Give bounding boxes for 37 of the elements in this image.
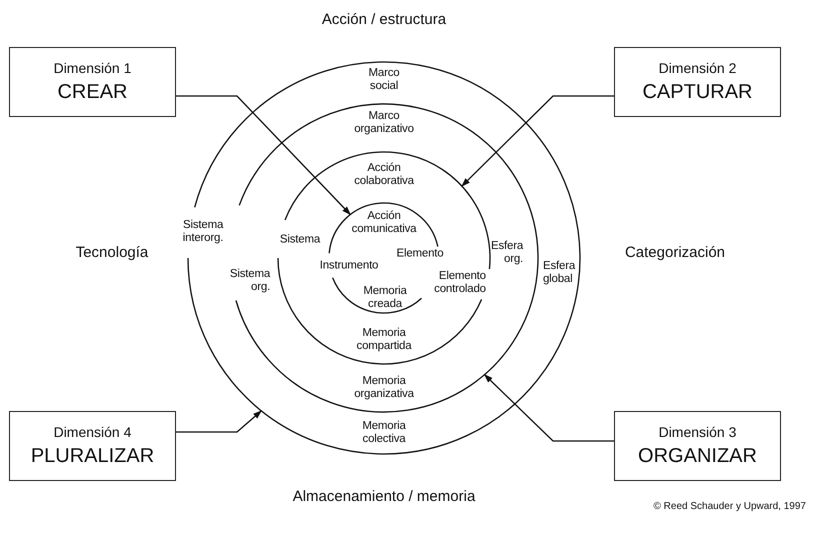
copyright-caption: © Reed Schauder y Upward, 1997 xyxy=(654,501,806,512)
section-label: Almacenamiento / memoria xyxy=(292,488,476,506)
ring-label: Sistema org. xyxy=(230,268,270,294)
ring-label: Acción colaborativa xyxy=(354,162,414,188)
ring-label: Esfera org. xyxy=(490,240,524,266)
ring-label: Marco social xyxy=(368,67,400,93)
section-label: Categorización xyxy=(624,244,726,262)
dimension-name: CAPTURAR xyxy=(642,80,752,104)
dimension-number: Dimensión 3 xyxy=(658,424,736,440)
arrow xyxy=(461,95,614,187)
dimension-name: CREAR xyxy=(57,80,128,104)
dimension-box xyxy=(614,47,781,117)
ring-label: Memoria colectiva xyxy=(362,420,406,446)
ring-label: Marco organizativo xyxy=(354,110,414,136)
dimension-box xyxy=(9,411,176,481)
arrow xyxy=(176,410,262,433)
ring-label: Memoria creada xyxy=(363,285,407,311)
arrow xyxy=(484,374,614,442)
dimension-name: PLURALIZAR xyxy=(30,444,154,468)
ring-label: Esfera global xyxy=(542,260,576,286)
ring-label: Sistema xyxy=(280,234,320,246)
dimension-number: Dimensión 1 xyxy=(54,60,132,76)
ring-label: Instrumento xyxy=(320,260,378,272)
dimension-name: ORGANIZAR xyxy=(638,444,757,468)
ring-label: Memoria organizativa xyxy=(354,375,414,401)
section-label: Acción / estructura xyxy=(322,11,446,29)
dimension-number: Dimensión 2 xyxy=(658,60,736,76)
ring-label: Acción comunicativa xyxy=(352,210,416,236)
dimension-box xyxy=(9,47,176,117)
ring-label: Sistema interorg. xyxy=(182,219,224,245)
arrow xyxy=(176,95,351,216)
ring-label: Elemento xyxy=(396,248,444,260)
ring-label: Elemento controlado xyxy=(434,270,486,296)
ring-label: Memoria compartida xyxy=(356,327,412,353)
dimension-box xyxy=(614,411,781,481)
dimension-number: Dimensión 4 xyxy=(54,424,132,440)
section-label: Tecnología xyxy=(76,244,148,262)
